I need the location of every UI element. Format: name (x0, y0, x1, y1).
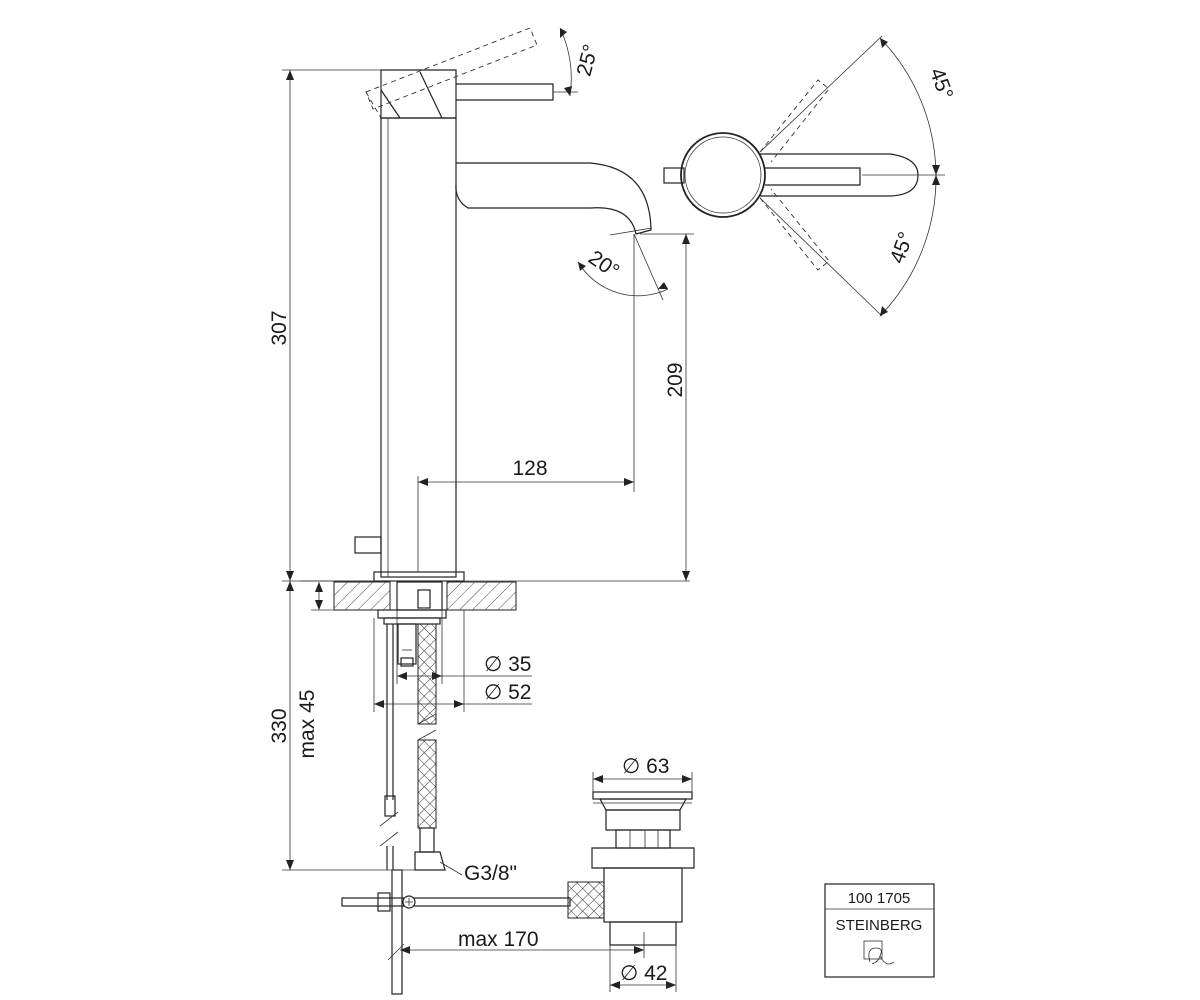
waste-cap (592, 791, 693, 800)
countertop-section (300, 580, 690, 625)
article-number: 100 1705 (848, 890, 911, 907)
popup-waste (567, 791, 695, 946)
dim-max-countertop: max 45 (296, 690, 319, 759)
brand-logo-icon (863, 940, 895, 965)
dim-lever-angle-bottom: 45° (886, 229, 918, 267)
top-view-lever (765, 167, 861, 186)
brand-name: STEINBERG (836, 917, 923, 934)
title-block: 100 1705 STEINBERG (824, 883, 935, 978)
faucet-top-view (663, 35, 945, 317)
dim-under-counter: 330 (268, 708, 291, 743)
dim-spout-height: 209 (664, 362, 687, 397)
countertop-left (333, 581, 391, 611)
dim-diameter-42: ∅ 42 (620, 962, 668, 985)
dim-max-pullrod: max 170 (458, 928, 539, 951)
waste-spigot (567, 881, 605, 919)
dim-diameter-35: ∅ 35 (484, 653, 532, 676)
braided-hose-lower (417, 739, 437, 829)
under-counter-components (341, 623, 571, 995)
popup-knob (354, 536, 382, 554)
dim-lever-angle-top: 45° (925, 65, 957, 103)
mixer-cap (380, 69, 457, 119)
faucet-side-view (354, 27, 653, 582)
dim-thread: G3/8" (464, 862, 517, 885)
handle-tilted-outline (365, 27, 538, 110)
hose-nut (414, 851, 446, 871)
handle-lever (456, 83, 554, 101)
dim-total-height: 307 (268, 310, 291, 345)
waste-nut (591, 847, 695, 869)
countertop-right (446, 581, 517, 611)
dim-handle-tilt: 25° (573, 42, 603, 79)
top-view-body (680, 132, 766, 218)
dim-diameter-52: ∅ 52 (484, 681, 532, 704)
dimension-lines (282, 27, 940, 992)
dim-spout-reach: 128 (512, 457, 547, 480)
dim-spout-angle: 20° (584, 246, 623, 283)
dim-diameter-63: ∅ 63 (622, 755, 670, 778)
dimension-labels: 307 25° 20° 209 128 45° 45° 330 max 45 ∅… (268, 42, 957, 985)
spout (455, 162, 652, 235)
faucet-body (380, 117, 457, 578)
